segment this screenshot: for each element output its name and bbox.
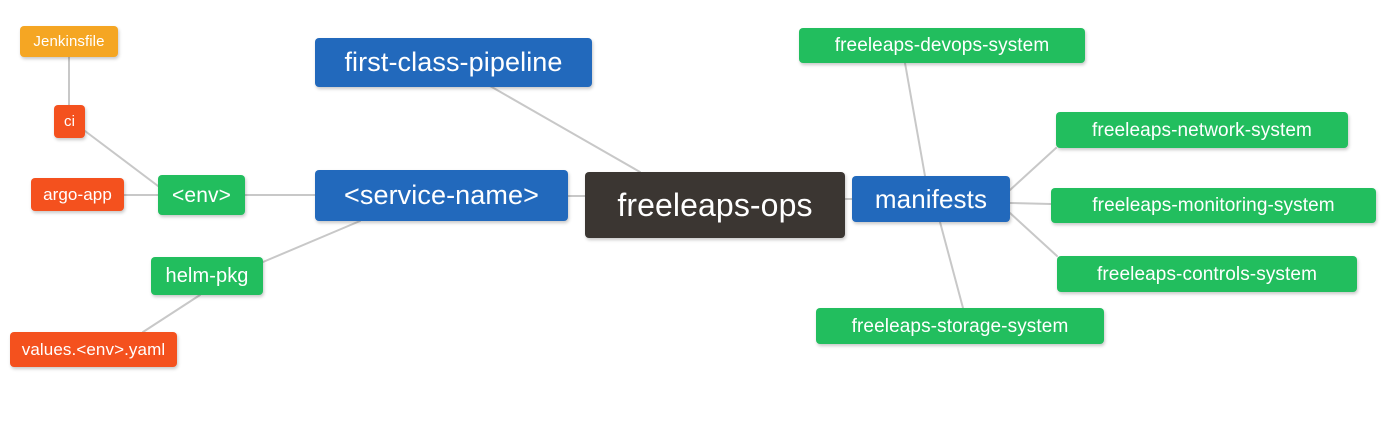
edge-manifests-to-freeleaps-storage-system — [939, 221, 964, 309]
node-manifests[interactable]: manifests — [852, 176, 1010, 222]
edge-manifests-to-freeleaps-controls-system — [1009, 212, 1058, 257]
node-ci[interactable]: ci — [54, 105, 85, 138]
node-label: <service-name> — [344, 180, 539, 210]
node-freeleaps-devops-system[interactable]: freeleaps-devops-system — [799, 28, 1085, 63]
node-label: manifests — [874, 184, 988, 214]
node-service-name[interactable]: <service-name> — [315, 170, 568, 221]
node-first-class-pipeline[interactable]: first-class-pipeline — [315, 38, 592, 87]
node-env[interactable]: <env> — [158, 175, 245, 215]
node-label: freeleaps-controls-system — [1096, 263, 1318, 285]
node-values-env-yaml[interactable]: values.<env>.yaml — [10, 332, 177, 367]
node-label: freeleaps-devops-system — [834, 35, 1050, 56]
node-label: freeleaps-monitoring-system — [1092, 195, 1335, 216]
node-label: Jenkinsfile — [33, 33, 105, 50]
node-label: ci — [63, 113, 76, 130]
node-label: helm-pkg — [165, 265, 249, 287]
node-jenkinsfile[interactable]: Jenkinsfile — [20, 26, 118, 57]
node-label: argo-app — [43, 185, 112, 204]
node-label: <env> — [172, 183, 231, 207]
node-freeleaps-network-system[interactable]: freeleaps-network-system — [1056, 112, 1348, 148]
node-label: freeleaps-ops — [617, 187, 813, 223]
node-label: freeleaps-network-system — [1092, 119, 1312, 141]
edge-values-env-yaml-to-helm-pkg — [142, 294, 201, 333]
node-argo-app[interactable]: argo-app — [31, 178, 124, 211]
node-helm-pkg[interactable]: helm-pkg — [151, 257, 263, 295]
node-freeleaps-monitoring-system[interactable]: freeleaps-monitoring-system — [1051, 188, 1376, 223]
edge-manifests-to-freeleaps-monitoring-system — [1009, 202, 1052, 205]
node-freeleaps-storage-system[interactable]: freeleaps-storage-system — [816, 308, 1104, 344]
node-label: first-class-pipeline — [344, 47, 563, 77]
edge-helm-pkg-to-service-name — [262, 220, 361, 263]
node-label: values.<env>.yaml — [21, 340, 166, 359]
node-freeleaps-ops[interactable]: freeleaps-ops — [585, 172, 845, 238]
edge-manifests-to-freeleaps-devops-system — [904, 62, 926, 177]
node-label: freeleaps-storage-system — [851, 315, 1069, 337]
edge-manifests-to-freeleaps-network-system — [1009, 147, 1057, 191]
edge-first-class-pipeline-to-freeleaps-ops — [489, 85, 641, 173]
node-freeleaps-controls-system[interactable]: freeleaps-controls-system — [1057, 256, 1357, 292]
